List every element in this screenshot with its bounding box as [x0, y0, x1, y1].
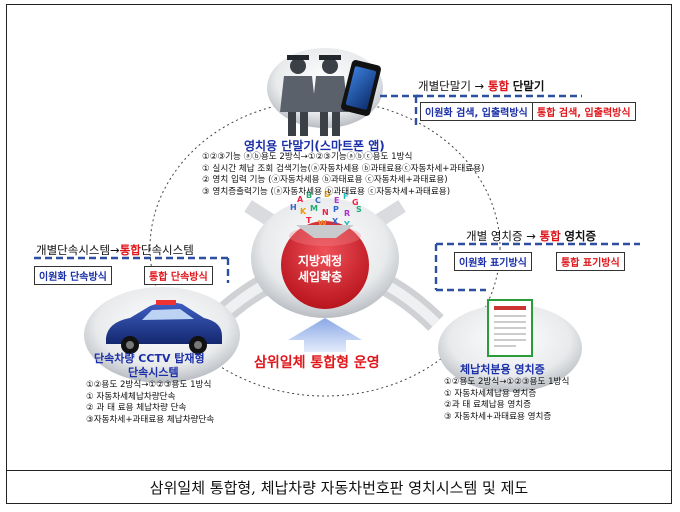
right-node-line: ① 자동차세체납용 영치증 — [444, 388, 537, 399]
figure-frame — [6, 4, 672, 504]
top-right-box-right: 통합 검색, 입출력방식 — [532, 102, 636, 121]
caption-divider — [6, 470, 672, 471]
svg-text:F: F — [343, 192, 348, 201]
dotted-orbit — [149, 99, 501, 397]
left-node-title-line2: 단속시스템 — [128, 366, 179, 379]
top-node-title: 영치용 단말기(스마트폰 앱) — [244, 139, 385, 153]
top-node-line: ③ 영치증출력기능 (ⓐ자동차세용 ⓑ과태료용 ⓒ자동차세+과태료용) — [202, 186, 451, 197]
svg-text:N: N — [322, 208, 329, 217]
svg-text:P: P — [333, 205, 339, 214]
svg-text:T: T — [306, 216, 312, 225]
up-arrow-icon — [288, 318, 362, 352]
center-label-line2: 세입확충 — [298, 270, 343, 284]
left-node-line: ③자동차세+과태료용 체납차량단속 — [86, 414, 215, 425]
svg-text:H: H — [290, 203, 297, 212]
patrol-car-icon — [106, 300, 222, 354]
left-mid-box-left: 이원화 단속방식 — [34, 266, 112, 285]
svg-text:W: W — [318, 219, 327, 228]
svg-text:M: M — [310, 204, 318, 213]
svg-text:S: S — [356, 205, 362, 214]
officer-icon-left — [280, 55, 316, 136]
left-node-title-line1: 단속차량 CCTV 탑재형 — [94, 352, 205, 365]
left-mid-box-right: 통합 단속방식 — [144, 266, 213, 285]
right-node-line: ③ 자동차세+과태료용 영치증 — [444, 411, 552, 422]
svg-text:Y: Y — [343, 220, 350, 229]
left-node-line: ② 과 태 료용 체납차량 단속 — [86, 403, 187, 413]
smartphone-icon — [341, 59, 381, 117]
figure-caption: 삼위일체 통합형, 체납차량 자동차번호판 영치시스템 및 제도 — [149, 479, 529, 497]
svg-text:R: R — [344, 209, 350, 218]
left-mid-heading: 개별단속시스템→통합단속시스템 — [36, 243, 194, 257]
right-mid-heading: 개별 영치증 → 통합 영치증 — [466, 229, 597, 243]
svg-text:X: X — [332, 217, 339, 226]
right-node-desc: ①②용도 2방식→①②③용도 1방식 ① 자동차세체납용 영치증 ②과 태 료체… — [444, 377, 569, 423]
top-node-line: ② 영치 입력 기능 (ⓐ자동차세용 ⓑ과태료용 ⓒ자동차세+과태료용) — [202, 175, 448, 185]
right-mid-box-right: 통합 표기방식 — [556, 252, 625, 271]
top-node-line: ① 실시간 체납 조회 검색기능(ⓐ자동차세용 ⓑ과태료용ⓒ자동차세+과태료용) — [202, 163, 485, 174]
top-right-heading: 개별단말기 → 통합 단말기 — [418, 79, 545, 93]
top-right-box-left: 이원화 검색, 입출력방식 — [420, 102, 533, 121]
top-node-desc: ①②③기능 ⓐⓑ용도 2방식→①②③기능ⓐⓑⓒ용도 1방식 ① 실시간 체납 조… — [202, 152, 484, 198]
svg-text:D: D — [324, 190, 331, 199]
left-node-desc: ①②용도 2방식→①②③용도 1방식 ① 자동차세체납차량단속 ② 과 태 료용… — [86, 380, 214, 426]
center-red-disc — [281, 221, 369, 309]
svg-text:K: K — [300, 207, 307, 216]
left-node-line: ① 자동차세체납차량단속 — [86, 391, 176, 402]
left-node-line: ①②용도 2방식→①②③용도 1방식 — [86, 380, 212, 390]
top-node-line: ①②③기능 ⓐⓑ용도 2방식→①②③기능ⓐⓑⓒ용도 1방식 — [202, 152, 413, 162]
center-bottom-label: 삼위일체 통합형 운영 — [254, 355, 380, 371]
svg-text:B: B — [306, 191, 312, 200]
right-node-line: ①②용도 2방식→①②③용도 1방식 — [444, 377, 570, 387]
right-mid-box-left: 이원화 표기방식 — [454, 252, 532, 271]
officer-icon-right — [312, 55, 348, 136]
svg-text:A: A — [297, 195, 304, 204]
right-node-title: 체납처분용 영치증 — [460, 363, 545, 376]
seizure-document-icon — [487, 299, 533, 357]
svg-text:C: C — [315, 196, 321, 205]
center-label-line1: 지방재정 — [298, 254, 343, 268]
svg-text:E: E — [334, 196, 339, 205]
right-node-line: ②과 태 료체납용 영치증 — [444, 400, 532, 410]
svg-text:G: G — [352, 198, 359, 207]
